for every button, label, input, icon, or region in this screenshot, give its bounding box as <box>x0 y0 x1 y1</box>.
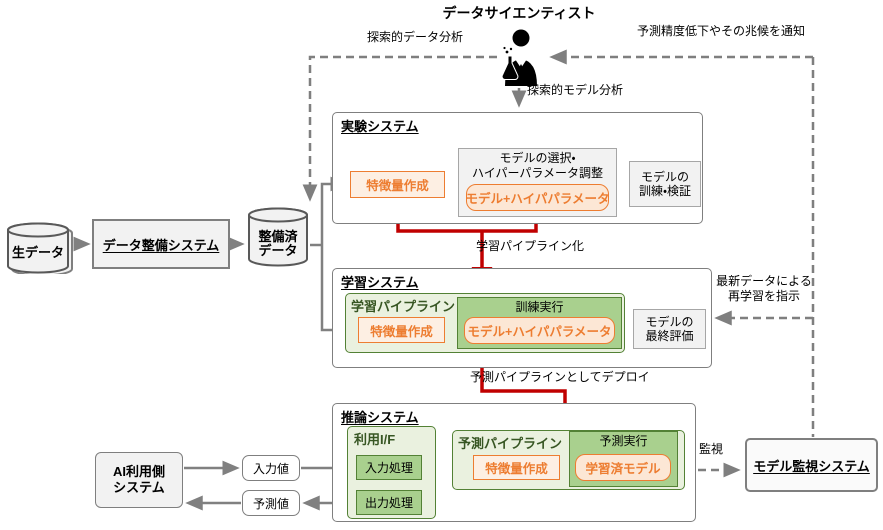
model-monitoring-title: モデル監視システム <box>753 458 870 474</box>
training-pipeline-title: 学習パイプライン <box>351 299 456 314</box>
experiment-feature-creation: 特徴量作成 <box>350 171 445 198</box>
label-retrain-with-latest-data: 最新データによる 再学習を指示 <box>716 274 812 303</box>
experiment-training-validation: モデルの 訓練・検証 <box>629 161 701 207</box>
usage-interface-title: 利用I/F <box>354 432 396 447</box>
trained-model: 学習済モデル <box>575 454 671 481</box>
inference-system-title: 推論システム <box>341 410 419 425</box>
prediction-execution-label: 予測実行 <box>599 434 648 448</box>
actor-title: データサイエンティスト <box>442 5 596 21</box>
learning-final-evaluation: モデルの 最終評価 <box>633 309 706 349</box>
raw-data-store: 生データ <box>4 222 76 277</box>
experiment-model-hyperparams: モデル+ハイパパラメータ <box>466 184 609 211</box>
experiment-system-title: 実験システム <box>341 119 419 134</box>
data-scientist-icon <box>501 29 537 86</box>
prediction-pipeline-title: 予測パイプライン <box>458 436 563 451</box>
raw-data-label: 生データ <box>11 244 64 260</box>
ai-client-system: AI利用側 システム <box>95 452 189 514</box>
label-exploratory-model-analysis: 探索的モデル分析 <box>527 83 624 97</box>
prediction-value-node: 予測値 <box>242 490 300 516</box>
learning-model-hyperparams: モデル+ハイパパラメータ <box>464 317 615 344</box>
input-processing: 入力処理 <box>356 455 422 480</box>
prepared-data-store: 整備済 データ <box>246 206 310 268</box>
label-monitoring: 監視 <box>699 442 724 456</box>
label-to-training-pipeline: 学習パイプライン化 <box>476 239 585 253</box>
cylinder-icon <box>7 222 73 277</box>
label-exploratory-data-analysis: 探索的データ分析 <box>366 30 463 44</box>
cylinder-icon <box>248 207 308 267</box>
experiment-model-selection-label: モデルの選択・ ハイパーパラメータ調整 <box>471 151 604 180</box>
training-execution-label: 訓練実行 <box>515 300 564 314</box>
output-processing: 出力処理 <box>356 490 422 515</box>
input-value-node: 入力値 <box>242 455 300 481</box>
prepared-data-label: 整備済 データ <box>258 228 298 258</box>
prediction-feature-creation: 特徴量作成 <box>473 455 560 480</box>
data-preparation-system: データ整備システム <box>92 219 230 269</box>
label-deploy-as-prediction-pipeline: 予測パイプラインとしてデプロイ <box>470 370 650 384</box>
label-notify-accuracy-drop: 予測精度低下やその兆候を通知 <box>636 24 805 38</box>
data-preparation-title: データ整備システム <box>102 237 220 253</box>
learning-feature-creation: 特徴量作成 <box>358 317 445 343</box>
model-monitoring-system: モデル監視システム <box>745 438 878 492</box>
learning-system-title: 学習システム <box>341 275 419 290</box>
